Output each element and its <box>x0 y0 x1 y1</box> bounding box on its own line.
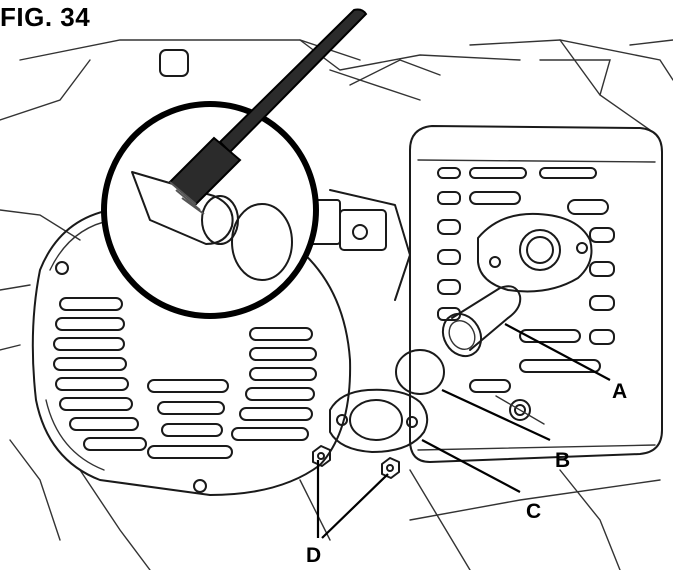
detail-magnifier <box>101 101 319 319</box>
figure-title: FIG. 34 <box>0 2 91 32</box>
callout-b: B <box>555 449 570 472</box>
muffler-bolt <box>495 395 545 425</box>
muffler-housing <box>409 125 663 463</box>
callout-d: D <box>306 544 321 567</box>
wire-brush-icon <box>168 8 368 215</box>
spark-arrestor-screen-icon <box>441 285 522 358</box>
screen-disc-icon <box>395 349 445 395</box>
nut-icon <box>312 445 400 479</box>
callout-c: C <box>526 500 541 523</box>
callout-a: A <box>612 380 627 403</box>
leader-lines <box>316 323 611 539</box>
fan-cover <box>31 209 352 496</box>
